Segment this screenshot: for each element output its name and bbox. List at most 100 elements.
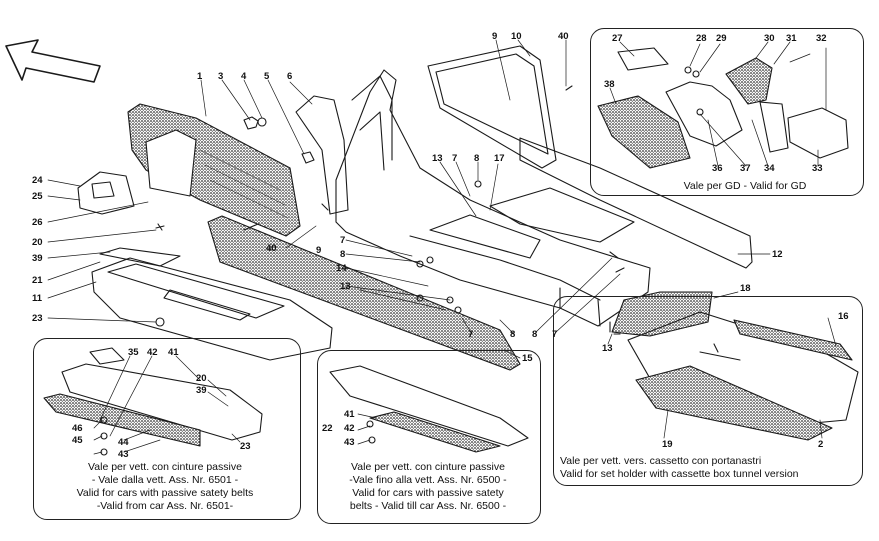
callout-20-left: 20	[196, 373, 207, 384]
passive-from-parts	[43, 347, 263, 456]
side-carpet-part-1	[127, 103, 301, 237]
passive-till-line-1: Vale per vett. con cinture passive	[351, 461, 505, 473]
passive-from-panel	[33, 338, 301, 520]
callout-3: 3	[218, 71, 224, 82]
callout-41-right: 41	[344, 409, 355, 420]
cassette-line-2: Valid for set holder with cassette box t…	[560, 468, 799, 480]
callout-12: 12	[772, 249, 783, 260]
callout-29: 29	[716, 33, 727, 44]
callout-19: 19	[662, 439, 673, 450]
callout-26: 26	[32, 217, 43, 228]
nut-part-4	[257, 117, 267, 127]
callout-8-low: 8	[510, 329, 516, 340]
callout-16: 16	[838, 311, 849, 322]
fasteners	[416, 180, 625, 335]
gd-caption: Vale per GD - Valid for GD	[683, 180, 807, 192]
callout-43-right: 43	[344, 437, 355, 448]
direction-arrow	[5, 39, 101, 83]
callout-22: 22	[322, 423, 333, 434]
clip-part-3	[243, 116, 259, 130]
callout-8-top: 8	[474, 153, 480, 164]
callout-41-left: 41	[168, 347, 179, 358]
callout-28: 28	[696, 33, 707, 44]
callout-39-left: 39	[196, 385, 207, 396]
callout-34: 34	[764, 163, 775, 174]
callout-21: 21	[32, 275, 43, 286]
callout-35: 35	[128, 347, 139, 358]
tray-part-11	[91, 257, 333, 361]
callout-31: 31	[786, 33, 797, 44]
callout-45: 45	[72, 435, 83, 446]
clip-part-23	[155, 317, 165, 327]
frame-part-18	[611, 291, 713, 337]
passive-till-line-3: Valid for cars with passive satety	[352, 487, 504, 499]
callout-27: 27	[612, 33, 623, 44]
passive-from-line-4: -Valid from car Ass. Nr. 6501-	[96, 500, 234, 512]
bracket-part-6	[295, 95, 349, 215]
callout-18: 18	[740, 283, 751, 294]
dotted-strip-part-15	[207, 215, 521, 371]
callout-1: 1	[197, 71, 203, 82]
callout-37: 37	[740, 163, 751, 174]
callout-32: 32	[816, 33, 827, 44]
console-part-25	[77, 171, 135, 215]
cassette-line-1: Vale per vett. vers. cassetto con portan…	[560, 455, 762, 467]
callout-14: 14	[336, 263, 347, 274]
callout-17: 17	[494, 153, 505, 164]
callout-42-right: 42	[344, 423, 355, 434]
gd-panel	[590, 28, 864, 196]
callout-15: 15	[522, 353, 533, 364]
callout-42: 42	[147, 347, 158, 358]
callout-30: 30	[764, 33, 775, 44]
passive-from-line-1: Vale per vett. con cinture passive	[88, 461, 242, 473]
callout-44: 44	[118, 437, 129, 448]
callout-7-right: 7	[552, 329, 558, 340]
callout-23: 23	[32, 313, 43, 324]
callout-11: 11	[32, 293, 43, 304]
callout-8-mid: 8	[340, 249, 346, 260]
callout-13-top: 13	[432, 153, 443, 164]
passive-from-line-3: Valid for cars with passive satety belts	[76, 487, 254, 499]
leader-lines	[47, 39, 837, 455]
screw-part-20	[155, 223, 165, 231]
callout-7-top: 7	[452, 153, 458, 164]
tunnel-assembly	[335, 69, 651, 327]
passive-from-line-2: - Vale dalla vett. Ass. Nr. 6501 -	[91, 474, 239, 486]
callout-13-low: 13	[602, 343, 613, 354]
callout-39: 39	[32, 253, 43, 264]
pad-part-21	[99, 247, 181, 267]
passive-till-line-2: -Vale fino alla vett. Ass. Nr. 6500 -	[349, 474, 507, 486]
cassette-parts	[627, 311, 859, 441]
rail-part-12	[519, 137, 753, 269]
passive-till-panel	[317, 350, 541, 524]
passive-till-line-4: belts - Valid till car Ass. Nr. 6500 -	[349, 500, 507, 512]
callout-7-low: 7	[468, 329, 474, 340]
callout-20: 20	[32, 237, 43, 248]
plate-part-17	[489, 187, 635, 243]
screw-part-40	[243, 85, 573, 231]
callout-7-mid: 7	[340, 235, 346, 246]
cassette-panel	[553, 296, 863, 486]
callout-40-top: 40	[558, 31, 569, 42]
callout-38: 38	[604, 79, 615, 90]
gd-parts	[597, 47, 849, 169]
callout-5: 5	[264, 71, 270, 82]
callout-4: 4	[241, 71, 247, 82]
callout-33: 33	[812, 163, 823, 174]
callout-8-right: 8	[532, 329, 538, 340]
callout-25: 25	[32, 191, 43, 202]
callout-2: 2	[818, 439, 824, 450]
passive-till-parts	[329, 365, 529, 453]
callout-24: 24	[32, 175, 43, 186]
callout-40-mid: 40	[266, 243, 277, 254]
callout-46: 46	[72, 423, 83, 434]
callout-36: 36	[712, 163, 723, 174]
callout-43-left: 43	[118, 449, 129, 460]
frame-part-10	[427, 45, 557, 169]
callout-13-mid: 13	[340, 281, 351, 292]
callout-6: 6	[287, 71, 293, 82]
clip-part-5	[301, 151, 315, 164]
callout-9-top: 9	[492, 31, 498, 42]
